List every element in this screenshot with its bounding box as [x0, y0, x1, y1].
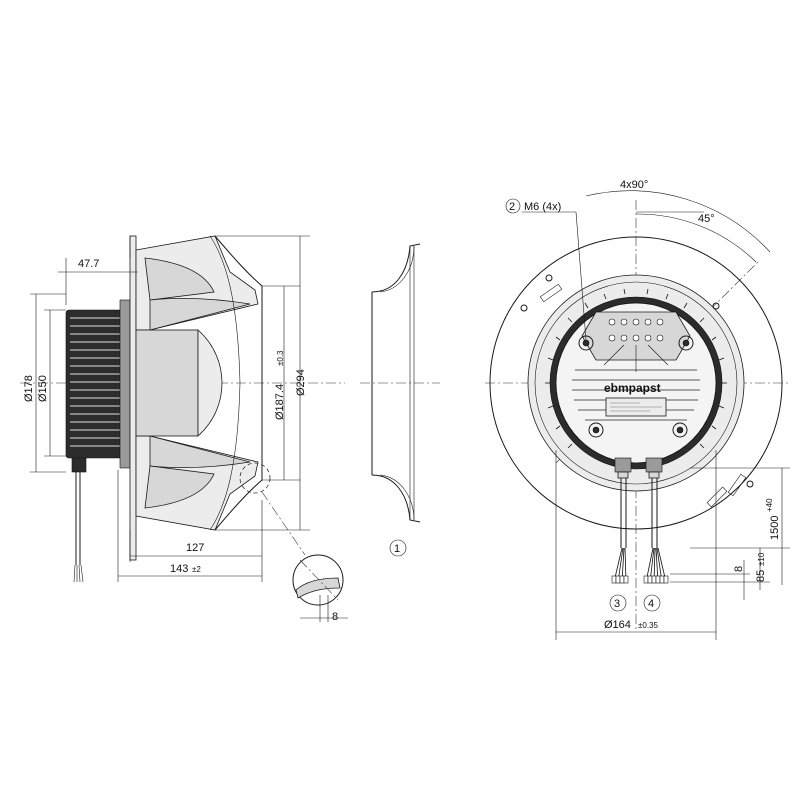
dim-outer-dia: Ø294: [215, 235, 310, 531]
dim-cable-len-tol: +40: [765, 498, 774, 512]
dim-wire-end-label: 8: [733, 566, 745, 572]
plate-text-lines: [610, 402, 662, 412]
dim-dia-inner: Ø150: [37, 309, 66, 457]
dim-length-2: 143 ±2: [117, 470, 263, 582]
dim-depth: 47.7: [58, 236, 138, 305]
cable-callout-circle-2: [643, 594, 661, 612]
dim-strip-len: 85 ±10: [670, 548, 770, 590]
dim-dia-outer-label: Ø178: [23, 375, 35, 402]
dim-mount-dia-label: Ø164: [604, 619, 631, 631]
dim-length-1: 127: [129, 500, 263, 562]
motor-tick-marks: [545, 288, 727, 449]
dim-depth-label: 47.7: [78, 258, 99, 270]
dim-dia-outer: Ø178: [23, 293, 66, 473]
impeller-side: [135, 235, 263, 531]
cable-callout-2: 4: [648, 598, 654, 610]
front-centerline-diag: [555, 259, 761, 464]
dim-mount-dia: Ø164 ±0.35: [555, 450, 717, 640]
front-view: ebmpapst: [485, 179, 790, 640]
shroud-markings: [520, 274, 754, 508]
dim-strip-len-label: 85: [755, 570, 767, 582]
thread-callout: 2 M6 (4x): [505, 198, 587, 341]
dim-wire-end: 8: [670, 560, 750, 600]
dim-strip-len-tol: ±10: [757, 552, 766, 566]
inlet-ring-callout-circle: [389, 539, 407, 557]
dim-length-2-label: 143: [170, 563, 188, 575]
dim-cable-len-label: 1500: [769, 516, 781, 540]
dim-impeller-dia-tol: ±0.3: [276, 350, 285, 366]
side-view-cable: [71, 455, 87, 583]
dim-detail-label: 8: [332, 611, 338, 623]
dim-length-1-label: 127: [186, 542, 204, 554]
dim-length-2-tol: ±2: [192, 565, 201, 574]
motor-housing: [65, 235, 137, 561]
dim-angle: 45°: [635, 211, 757, 263]
cables: [611, 478, 669, 584]
dim-mount-dia-tol: ±0.35: [638, 621, 659, 630]
dim-hole-pattern-label: 4x90°: [620, 179, 648, 191]
dim-dia-inner-label: Ø150: [37, 375, 49, 402]
terminal-block: [581, 311, 691, 372]
inlet-ring-view: 1: [360, 243, 440, 557]
dim-impeller-dia: Ø187.4 ±0.3: [262, 285, 300, 481]
dim-impeller-dia-label: Ø187.4: [274, 384, 286, 420]
thread-callout-number: 2: [509, 201, 515, 213]
detail-view: [239, 462, 348, 622]
brand-logo: ebmpapst: [604, 381, 661, 395]
inlet-ring-callout: 1: [394, 543, 400, 555]
side-view: 47.7 Ø178 Ø150 Ø187.4 ±0.3: [20, 235, 348, 623]
thread-callout-label: M6 (4x): [524, 201, 561, 213]
dim-angle-label: 45°: [698, 213, 715, 225]
dim-outer-dia-label: Ø294: [295, 369, 307, 396]
dim-hole-pattern: 4x90°: [585, 179, 771, 253]
mounting-holes: [578, 335, 694, 438]
shroud-outer: [489, 236, 783, 530]
cable-callout-1: 3: [614, 598, 620, 610]
dim-cable-len: 1500 +40: [690, 467, 790, 585]
cable-callout-circle-1: [609, 594, 627, 612]
cable-glands: [614, 457, 663, 479]
